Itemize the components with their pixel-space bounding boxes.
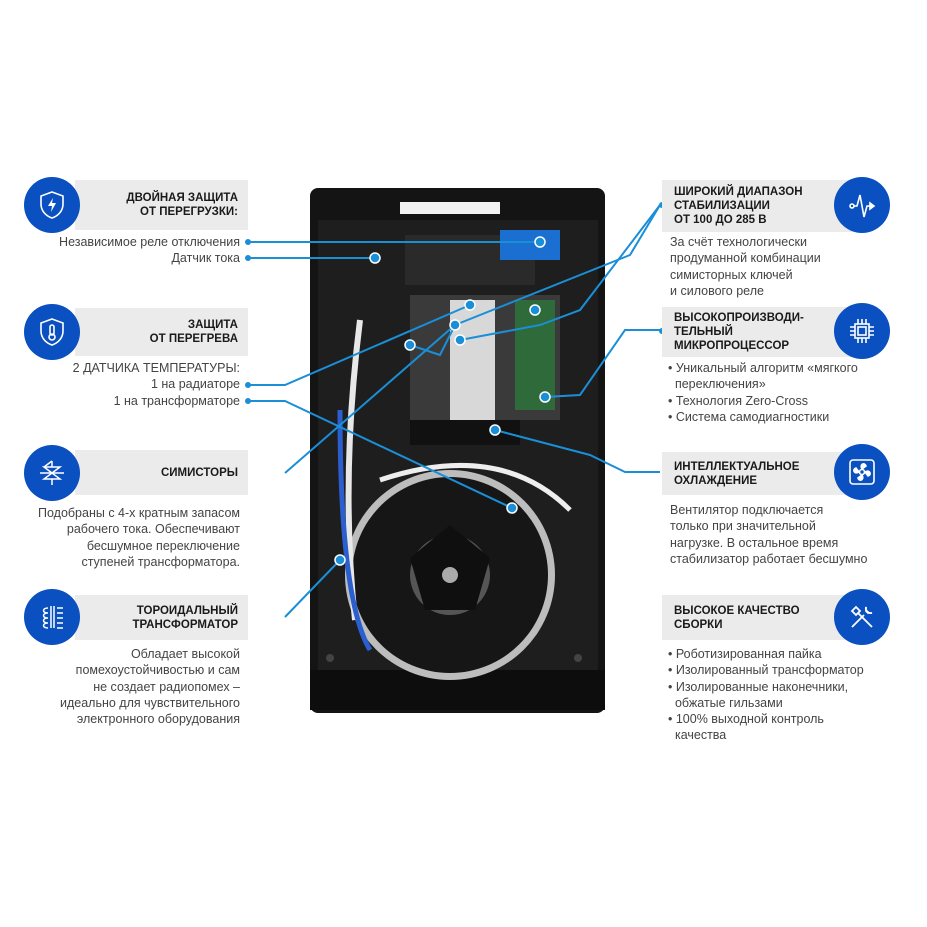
pulse-icon xyxy=(834,177,890,233)
text-line: не создает радиопомех – xyxy=(93,679,240,694)
title-line: охлаждение xyxy=(674,474,758,487)
title-line: тельный xyxy=(674,326,733,338)
title-line: Двойная защита xyxy=(126,192,238,204)
text-line: рабочего тока. Обеспечивают xyxy=(66,522,240,537)
shield-thermometer-icon xyxy=(24,304,80,360)
title-line: стабилизации xyxy=(674,200,770,212)
overload-protection-header: Двойная защита от перегрузки: xyxy=(75,180,248,230)
title-line: Симисторы xyxy=(160,466,238,479)
tools-icon xyxy=(834,589,890,645)
triac-icon xyxy=(24,445,80,501)
text-line: • Система самодиагностики xyxy=(668,409,830,424)
text-line: идеально для чувствительного xyxy=(59,695,240,710)
text-line: Независимое реле отключения xyxy=(59,235,240,249)
text-line: Подобраны с 4-х кратным запасом xyxy=(37,506,240,520)
text-line: За счёт технологически xyxy=(670,235,807,249)
transformer-icon xyxy=(24,589,80,645)
title-line: сборки xyxy=(674,618,723,631)
triacs-header: Симисторы xyxy=(75,450,248,495)
toroidal-transformer-header: Тороидальныйтрансформатор xyxy=(75,595,248,640)
text-line: нагрузке. В остальное время xyxy=(670,535,839,550)
text-line: качества xyxy=(668,728,727,743)
title-line: от перегрузки: xyxy=(140,206,238,218)
text-line: • Изолированный трансформатор xyxy=(668,663,864,678)
title-line: Широкий диапазон xyxy=(674,186,803,198)
fan-icon xyxy=(834,444,890,500)
wide-range-text: За счёт технологически продуманной комбин… xyxy=(670,234,821,299)
title-line: Высокопроизводи- xyxy=(674,312,804,324)
text-line: только при значительной xyxy=(670,519,816,534)
toroidal-transformer-text: Обладает высокой помехоустойчивостью и са… xyxy=(60,646,240,727)
text-line: переключения» xyxy=(668,377,766,392)
text-line: Вентилятор подключается xyxy=(670,503,824,517)
title-line: микропроцессор xyxy=(674,340,790,352)
title-line: Защита xyxy=(187,319,238,331)
title-line: трансформатор xyxy=(132,618,238,631)
text-line: помехоустойчивостью и сам xyxy=(75,663,240,678)
text-line: продуманной комбинации xyxy=(670,251,821,266)
title-line: Тороидальный xyxy=(136,604,238,617)
text-line: 2 ДАТЧИКА ТЕМПЕРАТУРЫ: xyxy=(72,361,240,375)
text-line: • 100% выходной контроль xyxy=(668,712,824,727)
chip-icon xyxy=(834,303,890,359)
title-line: от 100 до 285 В xyxy=(674,214,767,226)
text-line: и силового реле xyxy=(670,283,764,298)
overheat-protection-header: Защита от перегрева xyxy=(75,308,248,356)
text-line: обжатые гильзами xyxy=(668,695,783,710)
text-line: Датчик тока xyxy=(171,251,240,266)
text-line: • Технология Zero-Cross xyxy=(668,393,808,408)
title-line: Интеллектуальное xyxy=(674,460,800,473)
title-line: Высокое качество xyxy=(674,604,800,617)
text-line: • Изолированные наконечники, xyxy=(668,679,849,694)
shield-bolt-icon xyxy=(24,177,80,233)
text-line: электронного оборудования xyxy=(76,712,240,727)
text-line: бесшумное переключение xyxy=(86,538,240,553)
text-line: • Роботизированная пайка xyxy=(668,647,822,661)
text-line: симисторных ключей xyxy=(670,267,793,282)
text-line: стабилизатор работает бесшумно xyxy=(670,551,868,566)
assembly-quality-text: • Роботизированная пайка • Изолированный … xyxy=(668,646,864,744)
cooling-text: Вентилятор подключается только при значит… xyxy=(670,502,867,567)
microprocessor-text: • Уникальный алгоритм «мягкого переключе… xyxy=(668,360,858,425)
text-line: 1 на трансформаторе xyxy=(113,393,240,408)
text-line: Обладает высокой xyxy=(130,647,240,661)
stabilizer-device-photo xyxy=(310,188,605,713)
text-line: • Уникальный алгоритм «мягкого xyxy=(668,361,858,375)
text-line: 1 на радиаторе xyxy=(150,377,240,392)
triacs-text: Подобраны с 4-х кратным запасом рабочего … xyxy=(38,505,240,570)
title-line: от перегрева xyxy=(149,333,238,345)
text-line: ступеней трансформатора. xyxy=(81,554,240,569)
